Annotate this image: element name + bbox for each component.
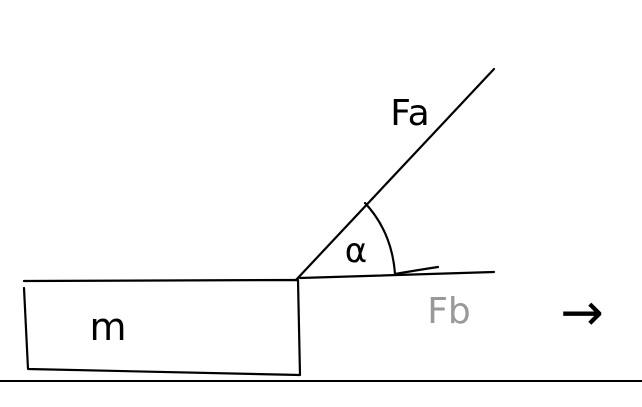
mass-block	[22, 278, 302, 377]
force-a-label: Fa	[390, 93, 429, 134]
direction-arrow: →	[560, 283, 604, 343]
force-a-vector	[294, 67, 496, 282]
angle-arc	[363, 201, 397, 276]
force-b-label: Fb	[427, 291, 471, 332]
mass-label: m	[89, 305, 126, 349]
arc-end-tick	[393, 265, 440, 276]
force-b-vector	[298, 270, 496, 280]
angle-label: α	[345, 231, 367, 271]
